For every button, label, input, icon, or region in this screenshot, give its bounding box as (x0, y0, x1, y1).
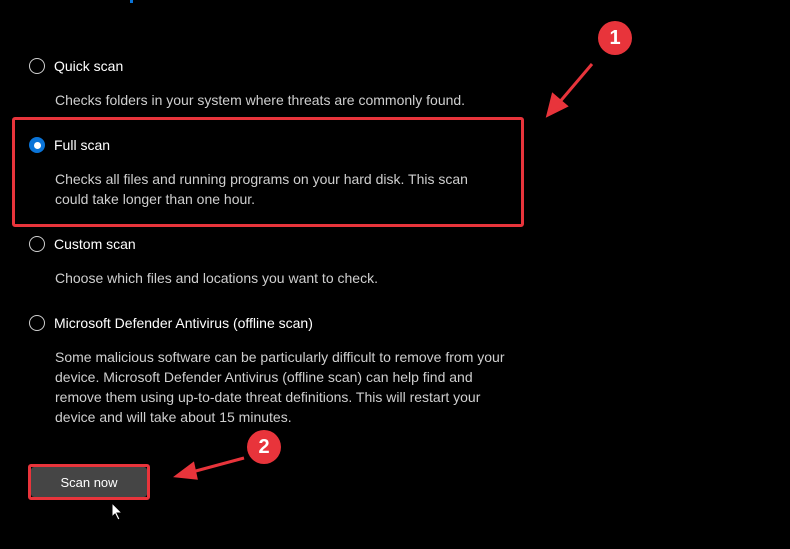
radio-icon (29, 315, 45, 331)
step-1-badge: 1 (598, 21, 632, 55)
custom-scan-radio[interactable]: Custom scan (29, 236, 136, 252)
radio-selected-icon (29, 137, 45, 153)
full-scan-description: Checks all files and running programs on… (55, 171, 468, 207)
full-scan-radio[interactable]: Full scan (29, 137, 110, 153)
offline-scan-radio[interactable]: Microsoft Defender Antivirus (offline sc… (29, 315, 313, 331)
full-scan-label: Full scan (54, 137, 111, 153)
custom-scan-description: Choose which files and locations you wan… (55, 270, 378, 286)
custom-scan-label: Custom scan (54, 236, 136, 252)
mouse-cursor-icon (111, 501, 124, 521)
quick-scan-description: Checks folders in your system where thre… (55, 92, 466, 108)
offline-scan-description: Some malicious software can be particula… (55, 349, 505, 425)
arrow-1-icon (545, 63, 594, 118)
radio-icon (29, 58, 45, 74)
header-accent-fragment (130, 0, 133, 3)
step-2-badge: 2 (247, 430, 281, 464)
offline-scan-label: Microsoft Defender Antivirus (offline sc… (54, 315, 313, 331)
quick-scan-radio[interactable]: Quick scan (29, 58, 123, 74)
scan-now-button[interactable]: Scan now (31, 467, 147, 497)
full-scan-highlight (12, 117, 524, 227)
radio-icon (29, 236, 45, 252)
quick-scan-label: Quick scan (54, 58, 124, 74)
scan-button-highlight (28, 464, 150, 500)
arrow-2-icon (173, 456, 245, 480)
